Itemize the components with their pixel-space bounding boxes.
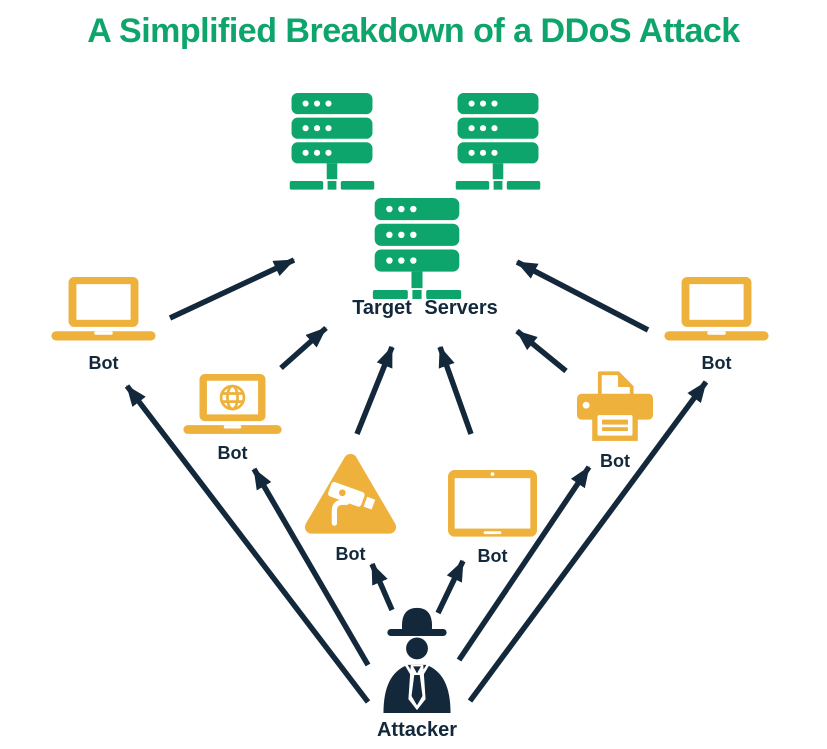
attacker-label: Attacker [376,719,458,742]
bot-label: Bot [600,451,630,472]
arrow-printer-to-servers [515,328,568,374]
laptop-globe-icon [182,374,283,438]
arrow-laptop-globe-to-servers [279,325,328,371]
arrow-attacker-to-cctv [369,562,395,612]
bot-tablet: Bot [448,470,537,567]
server-rack-icon-center [371,198,463,299]
bot-label: Bot [217,442,248,463]
arrow-attacker-to-laptop-left [124,384,371,704]
target-servers-label: Target Servers [352,297,498,319]
bot-label: Bot [88,352,119,373]
cctv-camera-triangle-icon [303,451,398,538]
bot-cctv-camera: Bot [303,451,398,565]
arrow-tablet-to-servers [437,346,474,435]
spy-attacker-icon [378,604,456,713]
arrow-attacker-to-laptop-globe [251,467,371,667]
bot-laptop-left: Bot [50,277,157,374]
laptop-icon [663,277,770,345]
server-rack-icon-top-left [288,93,376,190]
arrow-laptop-right-to-servers [515,259,650,333]
bot-label: Bot [701,352,732,373]
arrow-attacker-to-tablet [435,559,466,615]
page-title: A Simplified Breakdown of a DDoS Attack [87,12,740,50]
tablet-icon [448,470,537,537]
laptop-icon [50,277,157,345]
bot-printer: Bot [577,371,653,472]
arrow-attacker-to-laptop-right [467,380,709,703]
bot-label: Bot [477,545,508,566]
bot-laptop-globe: Bot [182,374,283,464]
bot-laptop-right: Bot [663,277,770,374]
bot-label: Bot [335,544,366,565]
arrow-laptop-left-to-servers [168,257,296,321]
arrow-cctv-to-servers [354,345,395,436]
arrow-attacker-to-printer [456,465,592,662]
attacker-figure: Attacker [376,604,458,742]
printer-icon [577,371,653,443]
server-rack-icon-top-right [454,93,542,190]
